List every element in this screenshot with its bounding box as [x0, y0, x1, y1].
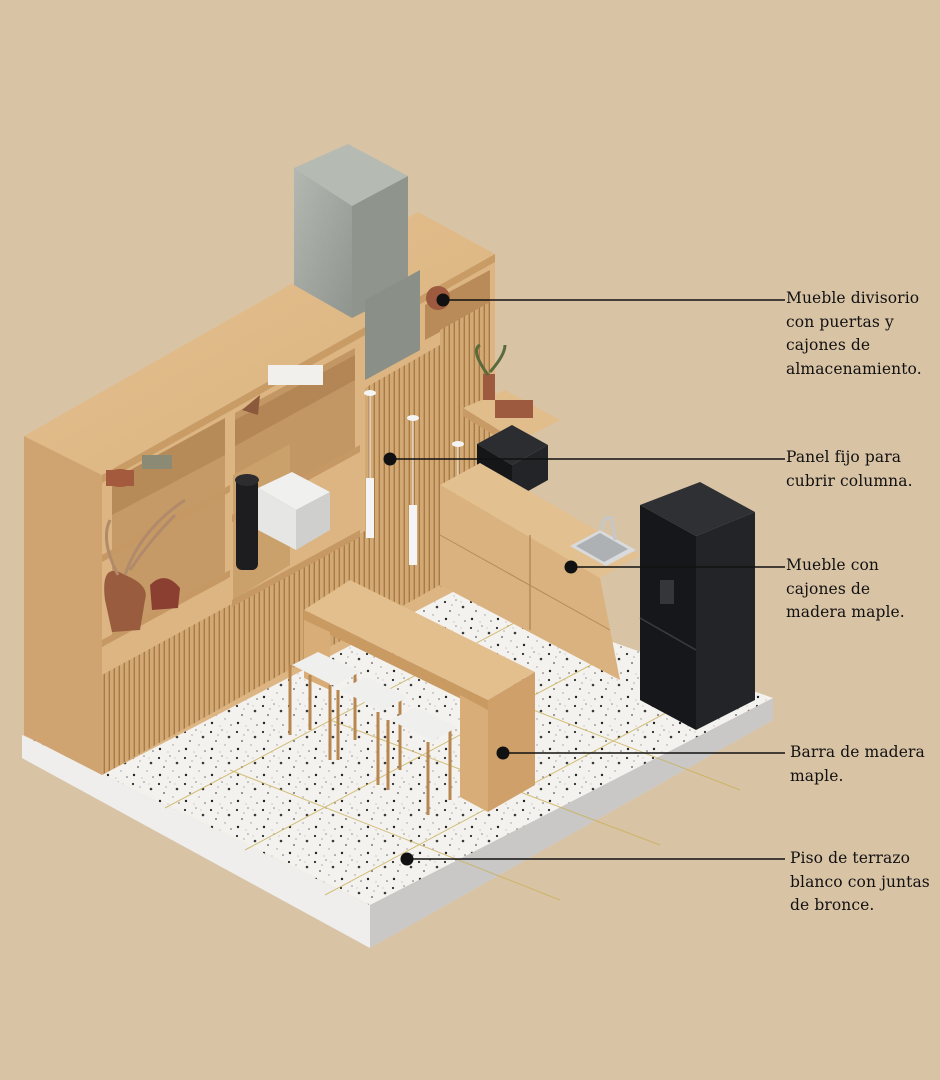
callout-line: Barra de madera	[790, 743, 925, 761]
callout-line: Piso de terrazo	[790, 849, 911, 867]
callout-line: de bronce.	[790, 896, 875, 914]
callout-line: Mueble divisorio	[786, 289, 920, 307]
stool-3	[386, 720, 452, 815]
leader-dot-3	[564, 560, 578, 574]
stool-seats	[292, 652, 458, 741]
callout-line: Mueble con	[786, 556, 880, 574]
stool-1	[288, 665, 357, 760]
callout-line: cajones de	[786, 579, 871, 598]
leader-dot-1	[436, 293, 450, 307]
leader-dot-4	[496, 746, 510, 760]
callout-divider-furniture: Mueble divisorio con puertas y cajones d…	[786, 287, 922, 381]
leader-lines	[390, 299, 785, 860]
leader-dots	[383, 293, 578, 866]
callout-column-panel: Panel fijo para cubrir columna.	[786, 446, 913, 493]
stool-2	[336, 690, 402, 785]
kitchen-counter	[439, 463, 640, 680]
leader-dot-5	[400, 852, 414, 866]
callout-island-bar: Barra de madera maple.	[790, 741, 925, 788]
callout-drawer-cabinet: Mueble con cajones de madera maple.	[786, 554, 905, 625]
refrigerator	[639, 482, 755, 730]
bar-stools	[288, 665, 452, 815]
callout-terrazzo-floor: Piso de terrazo blanco con juntas de bro…	[790, 847, 930, 918]
callout-line: blanco con juntas	[790, 872, 930, 891]
leader-dot-2	[383, 452, 397, 466]
island-bar	[304, 580, 535, 812]
concrete-column	[294, 144, 420, 380]
callout-line: Panel fijo para	[786, 448, 902, 466]
coffee-machine	[235, 472, 330, 570]
shelf-decor	[104, 286, 450, 632]
callout-line: almacenamiento.	[786, 359, 922, 378]
callout-line: cajones de	[786, 336, 871, 354]
callout-line: cubrir columna.	[786, 471, 913, 490]
callout-line: maple.	[790, 766, 844, 785]
callout-line: madera maple.	[786, 603, 905, 621]
callout-line: con puertas y	[786, 312, 894, 331]
